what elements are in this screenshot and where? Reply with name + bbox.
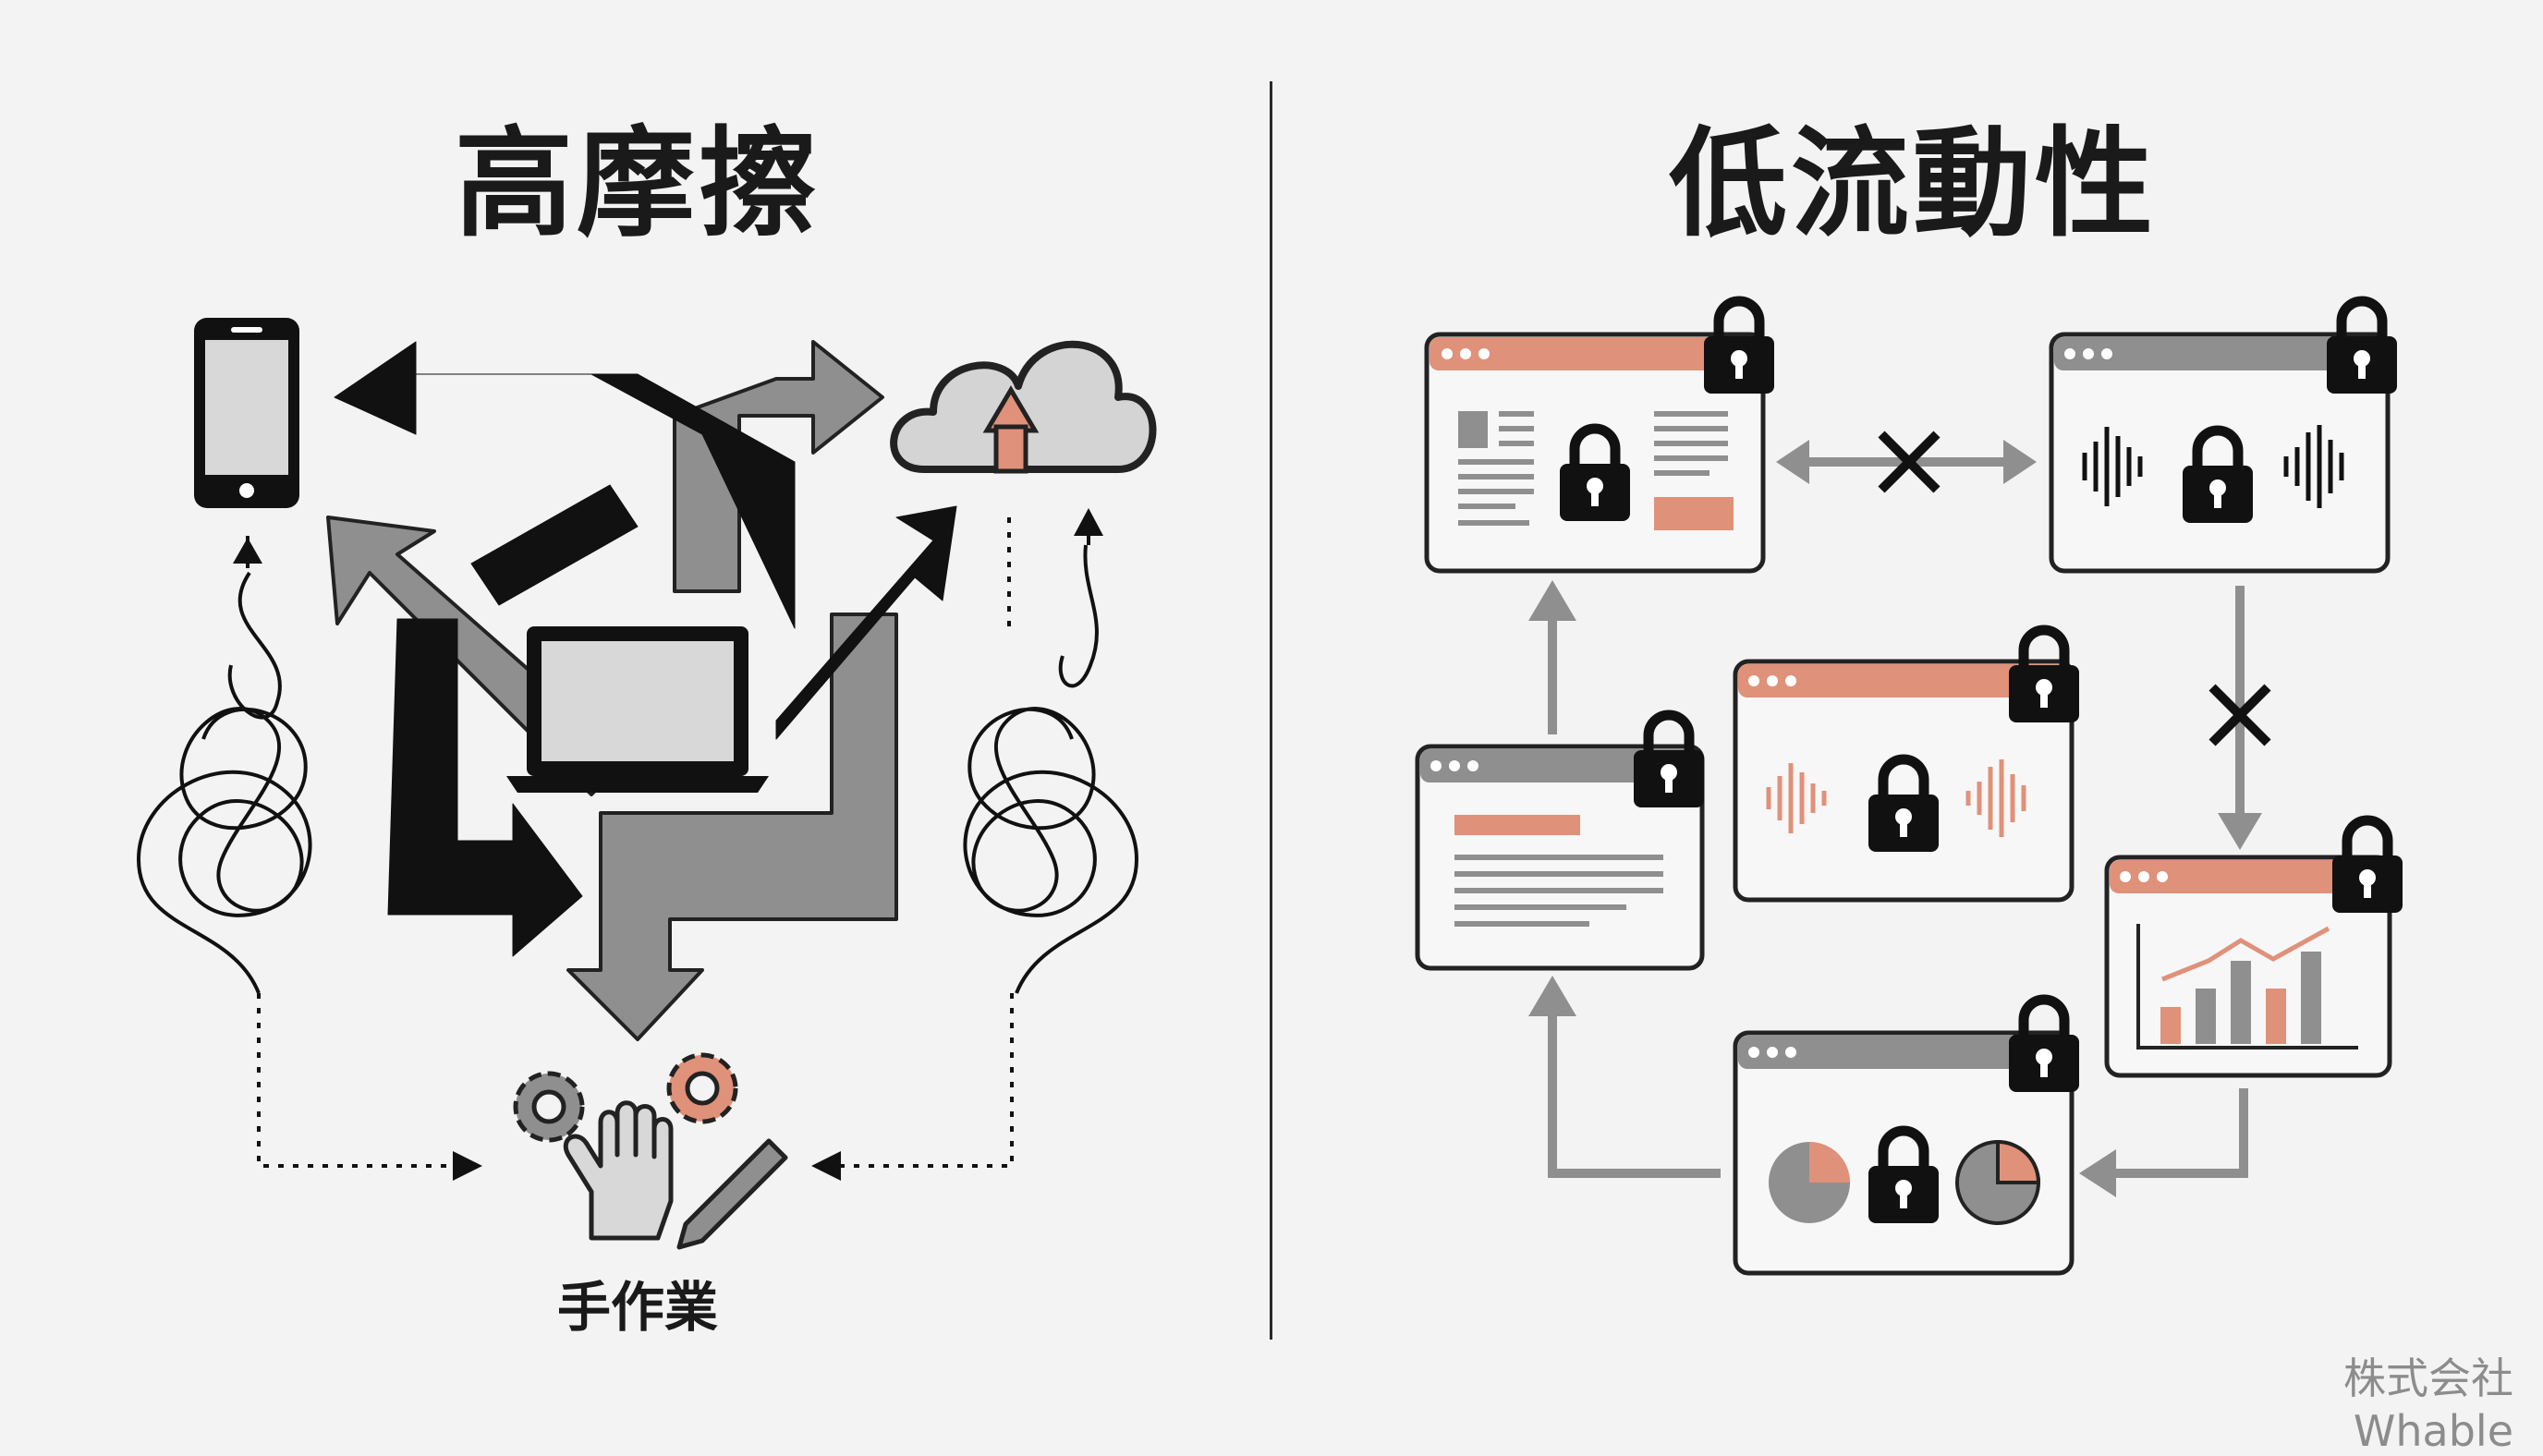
browser-window-icon (2104, 855, 2392, 1078)
manual-work-label: 手作業 (556, 1276, 718, 1339)
smartphone-icon (194, 318, 299, 508)
laptop-icon (506, 626, 769, 793)
lock-icon (2327, 301, 2397, 394)
browser-window-icon (1733, 1030, 2075, 1276)
browser-window-icon (1415, 744, 1705, 971)
lock-icon (2332, 820, 2403, 913)
lock-icon (1704, 301, 1774, 394)
arrow-up-to-phone (233, 538, 262, 564)
cloud-upload-icon (890, 340, 1157, 474)
title-high-friction: 高摩擦 (454, 115, 821, 253)
tangle-icon (136, 544, 1139, 994)
panel-divider (1270, 81, 1272, 1340)
company-credit: 株式会社Whable (2343, 1353, 2513, 1456)
lock-icon (2009, 630, 2079, 722)
title-low-liquidity: 低流動性 (1668, 115, 2157, 253)
flow-arrows (1548, 610, 2248, 1178)
lock-icon (2009, 1000, 2079, 1092)
gear-icon (513, 1071, 585, 1143)
browser-window-icon (2049, 332, 2391, 574)
browser-window-icon (1733, 659, 2075, 903)
diagram-canvas (136, 0, 2543, 1276)
blocked-link-vertical (2208, 586, 2271, 850)
pen-icon (676, 1138, 788, 1250)
browser-window-icon (1424, 332, 1766, 574)
lock-icon (1634, 715, 1704, 807)
dotted-connectors (257, 517, 1014, 1168)
arrow-up-to-cloud (1074, 508, 1103, 536)
gear-icon (666, 1052, 738, 1124)
black-chaos-arrows (334, 341, 957, 957)
blocked-link-horizontal (1776, 431, 2037, 493)
hand-icon (564, 1100, 674, 1241)
